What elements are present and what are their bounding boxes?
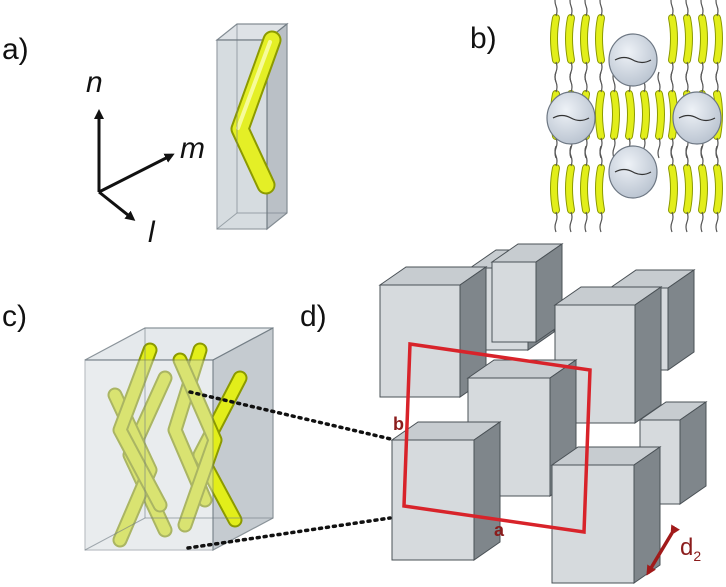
alkyl-tail <box>657 137 661 159</box>
alkyl-tail <box>670 145 674 167</box>
lattice-block <box>490 243 564 343</box>
alkyl-tail <box>599 145 603 167</box>
projection-line-top <box>188 390 397 442</box>
alkyl-tail <box>715 145 719 167</box>
alkyl-tail <box>715 211 719 233</box>
alkyl-tail <box>685 211 689 233</box>
panel-b-label: b) <box>470 22 497 55</box>
axis-l-label: l <box>148 216 156 249</box>
lattice-block <box>378 266 488 398</box>
alkyl-tail <box>685 71 689 93</box>
alkyl-tail <box>715 71 719 93</box>
lattice-block <box>550 446 662 584</box>
lattice-block <box>390 421 502 561</box>
alkyl-tail <box>554 71 558 93</box>
axis-m-label: m <box>180 132 205 165</box>
alkyl-tail <box>685 145 689 167</box>
axis-n-label: n <box>86 66 103 99</box>
unit-cell-box <box>84 327 274 551</box>
panel-d-label: d) <box>300 300 327 333</box>
panel-a-label: a) <box>2 33 29 66</box>
axes-icon <box>94 109 175 221</box>
alkyl-tail <box>670 71 674 93</box>
alkyl-tail <box>569 0 573 17</box>
block-lattice <box>378 243 708 584</box>
alkyl-tail <box>657 71 661 93</box>
alkyl-tail <box>700 145 704 167</box>
alkyl-tail <box>554 145 558 167</box>
panel-c: c) <box>2 300 397 551</box>
alkyl-tail <box>554 211 558 233</box>
alkyl-tail <box>685 0 689 17</box>
alkyl-tail <box>670 211 674 233</box>
alkyl-tail <box>599 211 603 233</box>
panel-c-label: c) <box>2 300 27 333</box>
alkyl-tail <box>554 0 558 17</box>
alkyl-tail <box>569 211 573 233</box>
alkyl-tail <box>584 211 588 233</box>
alkyl-tail <box>584 71 588 93</box>
alkyl-tail <box>584 145 588 167</box>
unit-cell-outline <box>402 341 592 535</box>
alkyl-tail <box>569 71 573 93</box>
alkyl-tail <box>599 71 603 93</box>
alkyl-tail <box>599 0 603 17</box>
alkyl-tail <box>569 145 573 167</box>
alkyl-tail <box>670 0 674 17</box>
d2-double-arrow-icon <box>646 524 680 576</box>
alkyl-tail <box>700 0 704 17</box>
projection-line-bottom <box>186 516 392 550</box>
alkyl-tail <box>584 0 588 17</box>
bent-core-rods <box>107 342 248 548</box>
panel-a: a) n m l <box>2 22 289 249</box>
alkyl-tail <box>700 211 704 233</box>
smectic-layers-schematic <box>546 0 723 233</box>
panel-d: d) b a d2 <box>300 243 708 584</box>
alkyl-tail <box>700 71 704 93</box>
alkyl-tail <box>715 0 719 17</box>
lattice-d2-label: d2 <box>680 534 701 564</box>
lattice-b-label: b <box>393 414 404 434</box>
alkyl-tail <box>612 137 616 159</box>
panel-b: b) <box>470 0 723 233</box>
lattice-a-label: a <box>494 520 505 540</box>
bent-core-box <box>215 22 289 231</box>
